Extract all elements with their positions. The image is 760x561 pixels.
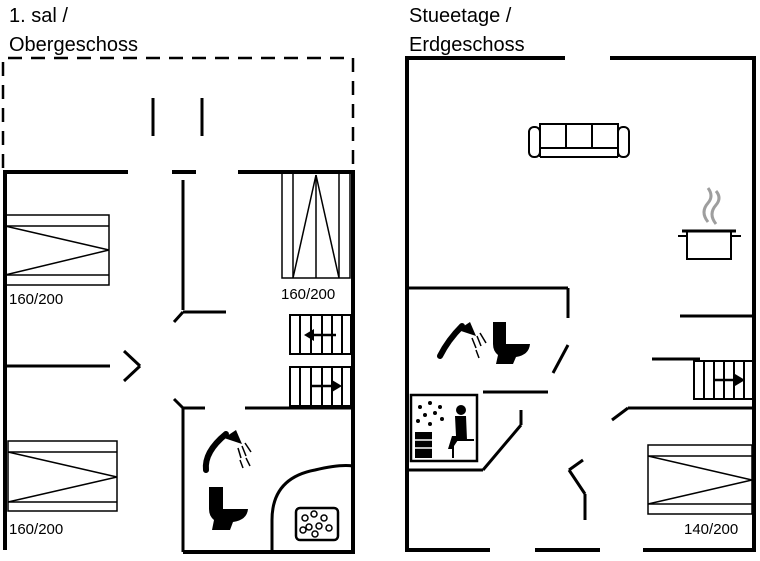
stairs-icon (289, 314, 352, 355)
bed-size-label: 160/200 (281, 286, 336, 303)
ground-floor-title-line2: Erdgeschoss (409, 34, 525, 56)
dashed-void-outline (1, 56, 355, 168)
sofa-icon (528, 123, 630, 158)
whirlpool-arc (270, 464, 354, 552)
toilet-icon (493, 322, 530, 364)
upper-floor-plan (1, 56, 355, 554)
toilet-icon (209, 487, 248, 530)
ground-interior-walls (407, 286, 754, 520)
upper-interior-walls (5, 180, 353, 552)
shower-icon (437, 322, 487, 359)
bed-size-label: 160/200 (9, 291, 64, 308)
bed-icon (647, 444, 753, 515)
whirlpool-icon (294, 506, 340, 542)
ground-floor-title-line1: Stueetage / (409, 5, 512, 27)
bed-icon (281, 171, 351, 279)
ground-outer-walls (405, 56, 756, 552)
stairs-icon (289, 366, 352, 407)
bed-size-label: 160/200 (9, 521, 64, 538)
upper-floor-title-line1: 1. sal / (9, 5, 68, 27)
bed-icon (4, 214, 110, 286)
cooking-pot-icon (678, 187, 741, 260)
bed-size-label: 140/200 (684, 521, 739, 538)
stairs-arrow-left (304, 329, 314, 341)
upper-outer-walls (3, 170, 355, 554)
sauna-icon (409, 393, 479, 463)
stairs-arrow-right (332, 380, 342, 392)
upper-floor-title-line2: Obergeschoss (9, 34, 138, 56)
ground-floor-plan (405, 56, 756, 552)
shower-icon (202, 430, 252, 473)
bed-icon (7, 440, 118, 512)
stairs-arrow-right (735, 374, 745, 386)
stairs-icon (693, 360, 755, 400)
